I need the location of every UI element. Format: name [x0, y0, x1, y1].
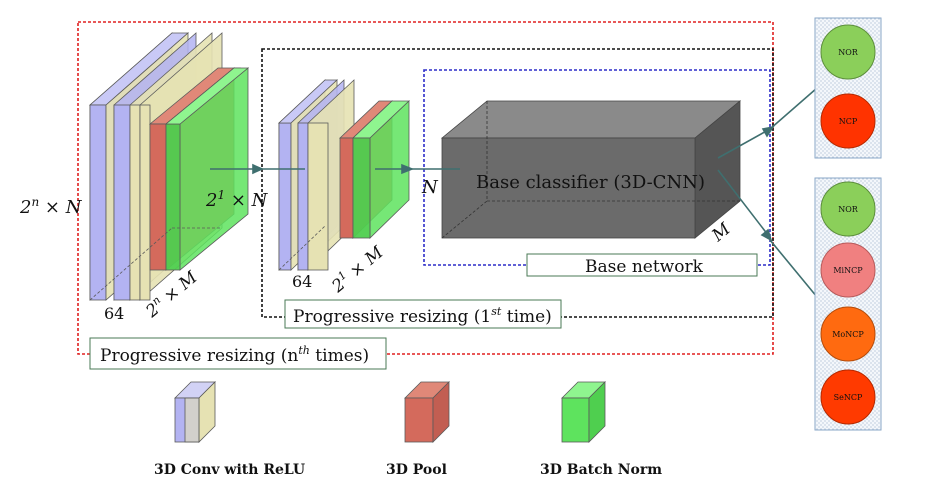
outer-depth-dim: 64	[104, 304, 124, 323]
ncp-circle-binary	[820, 93, 876, 149]
mid-depth-dim: 64	[292, 272, 312, 291]
progressive-resizing-first-frame	[261, 48, 774, 318]
legend-pool-label: 3D Pool	[386, 462, 447, 478]
nor-label-multi: NOR	[838, 205, 859, 214]
binary-output-panel: NOR NCP	[814, 17, 882, 159]
sencp-circle	[820, 369, 876, 425]
base-classifier-label: Base classifier (3D-CNN)	[476, 172, 705, 193]
base-classifier-cube	[440, 100, 742, 239]
nor-circle-multi	[820, 181, 876, 237]
moncp-label: MoNCP	[832, 330, 864, 339]
inner-input-dim: N	[421, 177, 439, 198]
legend-batchnorm	[561, 381, 606, 443]
legend-conv	[174, 381, 216, 443]
flow-arrows	[210, 87, 818, 298]
legend-conv-label: 3D Conv with ReLU	[154, 462, 305, 478]
mincp-label: MiNCP	[833, 266, 863, 275]
svg-text:Base network: Base network	[585, 257, 704, 277]
multiclass-output-panel: NOR MiNCP MoNCP SeNCP	[814, 177, 882, 431]
mincp-circle	[820, 242, 876, 298]
base-network-label: Base network	[526, 253, 758, 277]
legend-batchnorm-label: 3D Batch Norm	[540, 462, 662, 478]
legend-pool	[404, 381, 450, 443]
outer-input-dim: 2n × N	[19, 195, 83, 218]
mid-input-dim: 21 × N	[205, 188, 269, 211]
svg-text:Progressive resizing (nth time: Progressive resizing (nth times)	[100, 344, 369, 366]
moncp-circle	[820, 306, 876, 362]
ncp-label-binary: NCP	[839, 117, 858, 126]
outer-layer-stack	[88, 32, 250, 301]
base-network-frame	[423, 69, 771, 266]
mid-size-dim: 21 × M	[326, 241, 388, 298]
resize-first-label: Progressive resizing (1st time)	[284, 299, 562, 329]
nor-circle-binary	[820, 24, 876, 80]
svg-text:Progressive resizing (1st time: Progressive resizing (1st time)	[293, 305, 552, 327]
middle-layer-stack	[277, 79, 411, 271]
resize-nth-label: Progressive resizing (nth times)	[89, 337, 387, 370]
nor-label-binary: NOR	[838, 48, 859, 57]
sencp-label: SeNCP	[834, 393, 863, 402]
